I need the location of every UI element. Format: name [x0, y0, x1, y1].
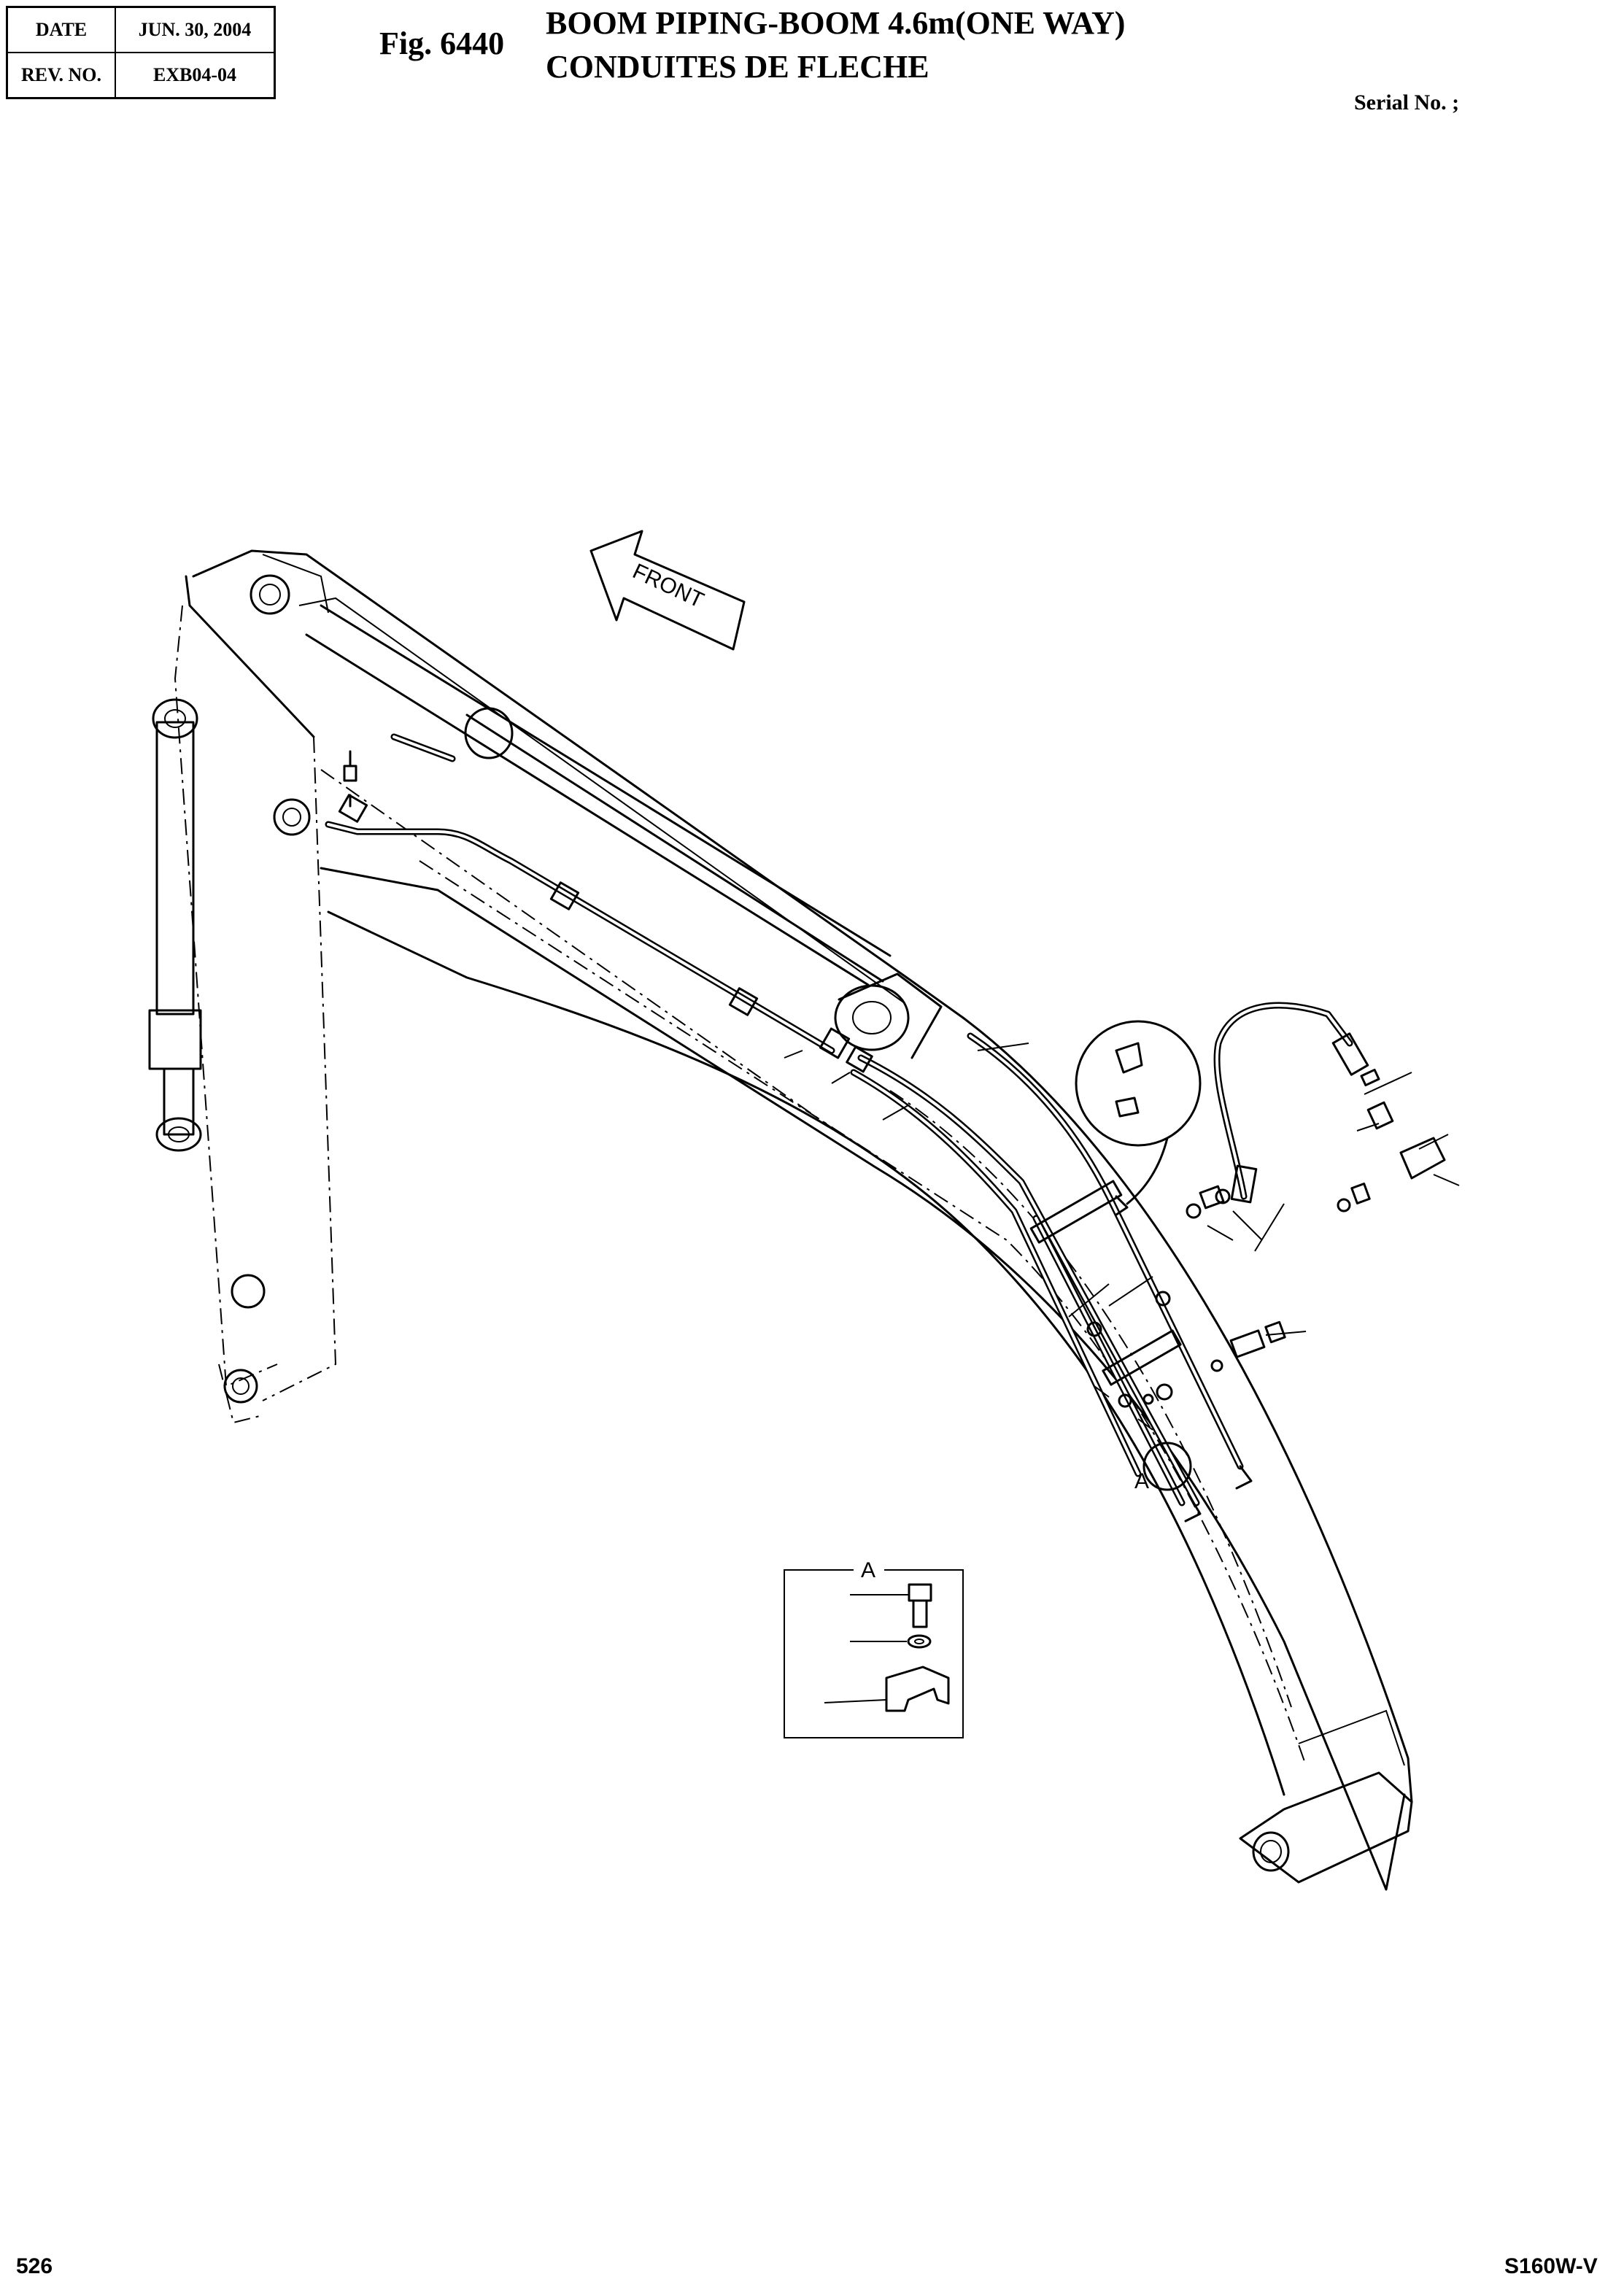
front-direction-arrow: FRONT — [589, 530, 746, 651]
serial-number-label: Serial No. ; — [1354, 90, 1460, 115]
figure-title-english: BOOM PIPING-BOOM 4.6m(ONE WAY) — [546, 5, 1126, 41]
rev-label: REV. NO. — [6, 52, 116, 99]
boom-cylinder — [305, 604, 943, 1059]
date-value: JUN. 30, 2004 — [115, 6, 276, 53]
page-number: 526 — [16, 2254, 53, 2278]
detail-a-reference-circle — [1142, 1442, 1192, 1491]
rev-value: EXB04-04 — [115, 52, 276, 99]
figure-title-french: CONDUITES DE FLECHE — [546, 49, 929, 85]
boom-pipe-lines — [325, 733, 1253, 1523]
detail-a-reference-label: A — [1134, 1469, 1149, 1493]
boom-outline — [174, 549, 1413, 1891]
front-arrow-label: FRONT — [629, 559, 708, 613]
figure-number: Fig. 6440 — [379, 26, 505, 61]
detail-a-box: A — [784, 1558, 964, 1738]
callout-leader-lines — [784, 1043, 1460, 1431]
arm-cylinder — [148, 698, 202, 1152]
pipe-fittings — [1086, 1185, 1286, 1408]
flexible-hose — [1213, 1002, 1446, 1212]
model-name: S160W-V — [1504, 2254, 1598, 2278]
pipe-clamps — [338, 750, 1182, 1386]
date-label: DATE — [6, 6, 116, 53]
revision-table: DATE JUN. 30, 2004 REV. NO. EXB04-04 — [6, 6, 276, 99]
detail-a-box-label: A — [861, 1558, 875, 1582]
detail-clamp-circle — [1075, 1020, 1202, 1216]
